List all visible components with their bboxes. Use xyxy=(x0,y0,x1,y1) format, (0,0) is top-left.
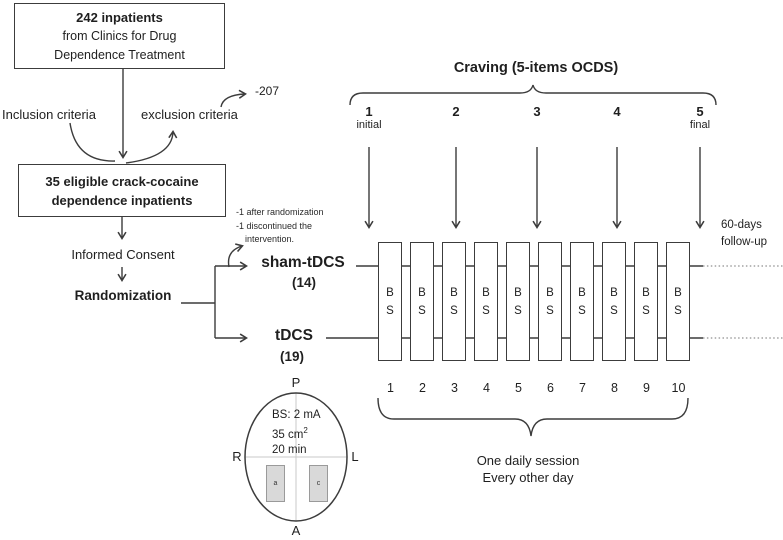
session-letter-s: S xyxy=(450,304,458,317)
param-current: BS: 2 mA xyxy=(272,409,321,421)
session-letter-s: S xyxy=(418,304,426,317)
session-number-5: 5 xyxy=(515,381,522,395)
excluded-count-label: -207 xyxy=(255,84,280,98)
dropout-note-line1: -1 after randomization xyxy=(236,207,324,217)
dropout-note: -1 after randomization -1 discontinued t… xyxy=(236,206,324,247)
sessions-caption-line1: One daily session xyxy=(476,453,580,468)
craving-point-4: 4 xyxy=(585,104,649,119)
dropout-note-line2: -1 discontinued the xyxy=(236,220,313,231)
session-number-9: 9 xyxy=(643,381,650,395)
followup-label: 60-days follow-up xyxy=(721,217,767,251)
craving-point-5: 5 final xyxy=(668,104,732,132)
randomization-label: Randomization xyxy=(74,288,172,303)
session-number-1: 1 xyxy=(387,381,394,395)
craving-point-number: 5 xyxy=(696,104,704,119)
session-letter-b: B xyxy=(450,286,458,299)
enrollment-count: 242 inpatients xyxy=(76,9,163,25)
anode-electrode: a xyxy=(266,465,285,502)
session-letter-s: S xyxy=(674,304,682,317)
anode-electrode-label: a xyxy=(273,480,278,487)
arrow-to-excluded-count-icon xyxy=(220,89,247,108)
session-number-8: 8 xyxy=(611,381,618,395)
session-letter-s: S xyxy=(546,304,554,317)
param-duration: 20 min xyxy=(272,443,307,456)
session-box-5: B S xyxy=(506,242,530,361)
craving-point-sublabel: initial xyxy=(356,119,382,131)
inclusion-criteria-label: Inclusion criteria xyxy=(2,107,96,122)
enrollment-box: 242 inpatients from Clinics for Drug Dep… xyxy=(14,3,225,69)
session-letter-b: B xyxy=(386,286,394,299)
session-letter-b: B xyxy=(418,286,426,299)
head-outline xyxy=(244,392,348,522)
tdcs-arm-count: (19) xyxy=(279,349,304,364)
session-letter-s: S xyxy=(386,304,394,317)
session-box-10: B S xyxy=(666,242,690,361)
sham-arm-count: (14) xyxy=(291,275,316,290)
arrow-to-dropout-note-icon xyxy=(227,243,244,268)
session-letter-b: B xyxy=(674,286,682,299)
session-box-1: B S xyxy=(378,242,402,361)
followup-line2: follow-up xyxy=(721,236,768,248)
branch-line xyxy=(181,266,216,338)
session-box-3: B S xyxy=(442,242,466,361)
head-anterior-label: A xyxy=(291,523,301,538)
session-number-10: 10 xyxy=(671,381,686,395)
session-letter-s: S xyxy=(642,304,650,317)
session-number-6: 6 xyxy=(547,381,554,395)
head-right-label: R xyxy=(232,449,242,464)
sessions-caption: One daily session Every other day xyxy=(438,452,618,486)
cathode-electrode-label: c xyxy=(316,480,321,487)
session-box-7: B S xyxy=(570,242,594,361)
session-number-4: 4 xyxy=(483,381,490,395)
craving-title: Craving (5-items OCDS) xyxy=(453,60,619,76)
session-letter-s: S xyxy=(482,304,490,317)
inclusion-curve xyxy=(69,122,116,162)
session-letter-s: S xyxy=(514,304,522,317)
eligible-line1: 35 eligible crack-cocaine xyxy=(45,173,199,189)
sham-arm-label: sham-tDCS xyxy=(261,254,345,271)
session-box-9: B S xyxy=(634,242,658,361)
craving-point-number: 2 xyxy=(452,104,460,119)
session-letter-b: B xyxy=(482,286,490,299)
craving-point-number: 4 xyxy=(613,104,621,119)
craving-point-3: 3 xyxy=(505,104,569,119)
session-box-2: B S xyxy=(410,242,434,361)
session-box-4: B S xyxy=(474,242,498,361)
session-letter-s: S xyxy=(610,304,618,317)
craving-point-sublabel: final xyxy=(689,119,711,131)
session-box-8: B S xyxy=(602,242,626,361)
craving-brace xyxy=(349,84,717,106)
head-left-label: L xyxy=(351,449,359,464)
cathode-electrode: c xyxy=(309,465,328,502)
head-posterior-label: P xyxy=(291,375,301,390)
sessions-brace xyxy=(377,397,689,437)
session-letter-s: S xyxy=(578,304,586,317)
eligible-box: 35 eligible crack-cocaine dependence inp… xyxy=(18,164,226,217)
craving-point-2: 2 xyxy=(424,104,488,119)
session-letter-b: B xyxy=(546,286,554,299)
session-letter-b: B xyxy=(514,286,522,299)
stimulation-parameters: BS: 2 mA 35 cm2 20 min xyxy=(272,408,321,458)
session-number-2: 2 xyxy=(419,381,426,395)
session-box-6: B S xyxy=(538,242,562,361)
session-number-7: 7 xyxy=(579,381,586,395)
param-area: 35 cm2 xyxy=(272,426,308,441)
session-letter-b: B xyxy=(578,286,586,299)
craving-point-number: 1 xyxy=(365,104,373,119)
informed-consent-label: Informed Consent xyxy=(71,247,175,262)
tdcs-arm-label: tDCS xyxy=(275,327,313,344)
enrollment-source-line1: from Clinics for Drug xyxy=(62,28,177,43)
eligible-line2: dependence inpatients xyxy=(51,192,193,208)
craving-point-number: 3 xyxy=(533,104,541,119)
sessions-caption-line2: Every other day xyxy=(482,470,574,485)
arrow-to-exclusion-icon xyxy=(125,130,178,164)
session-letter-b: B xyxy=(610,286,618,299)
session-letter-b: B xyxy=(642,286,650,299)
followup-line1: 60-days xyxy=(721,219,762,231)
exclusion-criteria-label: exclusion criteria xyxy=(141,107,238,122)
enrollment-source-line2: Dependence Treatment xyxy=(54,47,185,62)
session-number-3: 3 xyxy=(451,381,458,395)
craving-point-1: 1 initial xyxy=(337,104,401,132)
dropout-note-line3: intervention. xyxy=(245,234,295,244)
